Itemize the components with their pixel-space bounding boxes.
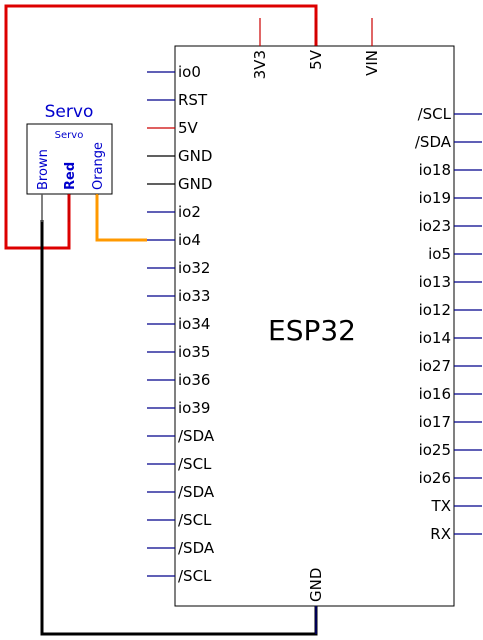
pin-label: /SDA <box>178 539 215 557</box>
pin-label: /SCL <box>178 455 212 473</box>
right-pin-scl: /SCL <box>418 105 482 123</box>
right-pin-io13: io13 <box>419 273 482 291</box>
pin-label: VIN <box>363 50 381 76</box>
pin-label: io2 <box>178 203 201 221</box>
right-pin-sda: /SDA <box>415 133 482 151</box>
pin-label: GND <box>178 175 212 193</box>
pin-label: /SCL <box>418 105 452 123</box>
right-pin-io27: io27 <box>419 357 482 375</box>
pin-label: io16 <box>419 385 451 403</box>
pin-label: io33 <box>178 287 210 305</box>
pin-label: io0 <box>178 63 201 81</box>
servo-title: Servo <box>45 102 94 122</box>
pin-label: io26 <box>419 469 451 487</box>
top-pin-vin: VIN <box>363 18 381 76</box>
servo-wire-red: Red <box>63 162 78 222</box>
right-pin-io25: io25 <box>419 441 482 459</box>
pin-label: /SDA <box>178 427 215 445</box>
pin-label: io25 <box>419 441 451 459</box>
pin-label: /SDA <box>178 483 215 501</box>
pin-label: io14 <box>419 329 451 347</box>
pin-label: io32 <box>178 259 210 277</box>
pin-label: RST <box>178 91 208 109</box>
left-pin-5v: 5V <box>147 119 199 137</box>
left-pin-sda: /SDA <box>147 539 215 557</box>
pin-label: GND <box>178 147 212 165</box>
pin-label: io18 <box>419 161 451 179</box>
right-pin-group: /SCL/SDA io18 io19 io23 io5 io13 io12 io14 io27 i… <box>415 105 482 543</box>
left-pin-scl: /SCL <box>147 511 212 529</box>
servo-wire-group: Brown Red Orange <box>36 142 106 222</box>
pin-label: TX <box>431 497 451 515</box>
servo-wire-orange: Orange <box>91 142 106 222</box>
servo-wire-label: Brown <box>36 149 51 190</box>
pin-label: io5 <box>428 245 451 263</box>
top-pin-5v: 5V <box>307 18 325 70</box>
right-pin-io18: io18 <box>419 161 482 179</box>
servo-wire-label: Red <box>63 162 78 190</box>
left-pin-io34: io34 <box>147 315 210 333</box>
pin-label: /SCL <box>178 511 212 529</box>
pin-label: 5V <box>178 119 199 137</box>
pin-label: io17 <box>419 413 451 431</box>
left-pin-io39: io39 <box>147 399 210 417</box>
pin-label: io35 <box>178 343 210 361</box>
left-pin-gnd: GND <box>147 147 212 165</box>
right-pin-io14: io14 <box>419 329 482 347</box>
pin-label: io12 <box>419 301 451 319</box>
left-pin-io32: io32 <box>147 259 210 277</box>
left-pin-io0: io0 <box>147 63 201 81</box>
left-pin-io35: io35 <box>147 343 210 361</box>
servo-body-label: Servo <box>55 130 84 141</box>
power-wire-5v <box>4 4 318 250</box>
left-pin-scl: /SCL <box>147 567 212 585</box>
right-pin-io12: io12 <box>419 301 482 319</box>
left-pin-io4: io4 <box>147 231 201 249</box>
right-pin-io16: io16 <box>419 385 482 403</box>
right-pin-rx: RX <box>430 525 482 543</box>
pin-label: io34 <box>178 315 210 333</box>
servo-wire-brown: Brown <box>36 149 51 222</box>
right-pin-io23: io23 <box>419 217 482 235</box>
pin-label: RX <box>430 525 451 543</box>
pin-label: io19 <box>419 189 451 207</box>
bottom-pin-group: GND <box>307 568 325 634</box>
esp32-chip <box>174 45 455 607</box>
pin-label: io13 <box>419 273 451 291</box>
left-pin-sda: /SDA <box>147 427 215 445</box>
pin-label: io23 <box>419 217 451 235</box>
top-pin-3v3: 3V3 <box>251 18 269 79</box>
pin-label: io39 <box>178 399 210 417</box>
left-pin-sda: /SDA <box>147 483 215 501</box>
left-pin-gnd: GND <box>147 175 212 193</box>
pin-label: io27 <box>419 357 451 375</box>
servo-body <box>26 123 113 195</box>
right-pin-io5: io5 <box>428 245 482 263</box>
pin-label: GND <box>307 568 325 602</box>
signal-wire-io4 <box>95 194 147 242</box>
pin-label: 3V3 <box>251 50 269 79</box>
left-pin-io33: io33 <box>147 287 210 305</box>
left-pin-io2: io2 <box>147 203 201 221</box>
right-pin-io26: io26 <box>419 469 482 487</box>
pin-label: 5V <box>307 49 325 70</box>
pin-label: /SCL <box>178 567 212 585</box>
left-pin-scl: /SCL <box>147 455 212 473</box>
top-pin-group: 3V3 5V VIN <box>251 18 381 79</box>
right-pin-io17: io17 <box>419 413 482 431</box>
pin-label: io4 <box>178 231 201 249</box>
chip-title: ESP32 <box>268 314 356 347</box>
right-pin-tx: TX <box>431 497 482 515</box>
pin-label: io36 <box>178 371 210 389</box>
left-pin-rst: RST <box>147 91 208 109</box>
right-pin-io19: io19 <box>419 189 482 207</box>
bottom-pin-gnd: GND <box>307 568 325 634</box>
left-pin-io36: io36 <box>147 371 210 389</box>
servo-wire-label: Orange <box>91 142 106 190</box>
pin-label: /SDA <box>415 133 452 151</box>
